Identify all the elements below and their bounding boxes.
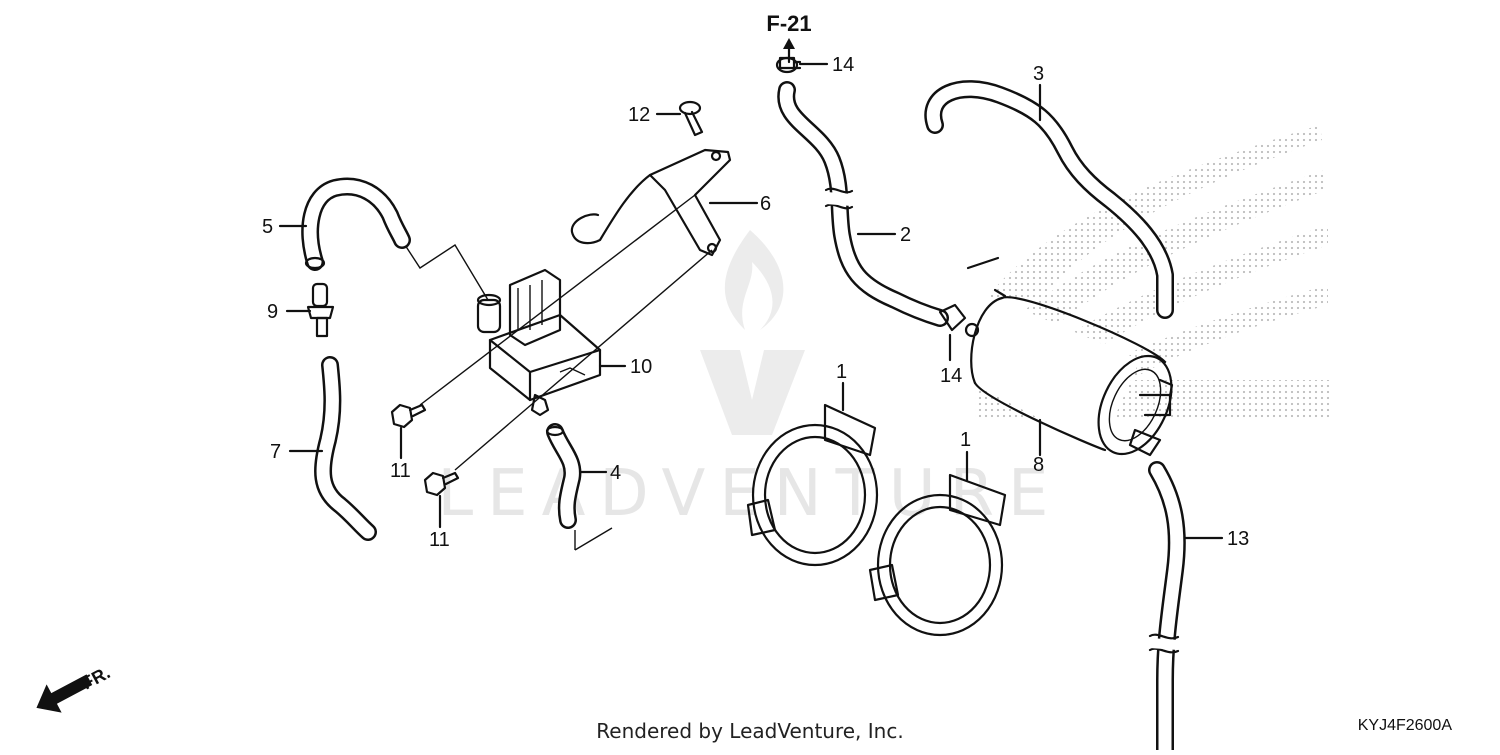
callout-11a: 11 bbox=[390, 460, 411, 482]
part-13-hose bbox=[1148, 461, 1186, 755]
callout-14b: 14 bbox=[940, 365, 962, 387]
part-9-fitting bbox=[306, 282, 335, 338]
part-6-bracket bbox=[570, 148, 732, 257]
callout-11b: 11 bbox=[429, 529, 450, 551]
part-14-clip-mid bbox=[938, 303, 980, 338]
part-5-hose bbox=[301, 177, 411, 271]
callout-6: 6 bbox=[760, 193, 771, 215]
part-1-band-a bbox=[746, 403, 879, 567]
part-7-hose bbox=[314, 356, 377, 541]
part-11-bolt-b bbox=[423, 471, 460, 497]
part-11-bolt-a bbox=[390, 403, 427, 429]
part-2-hose bbox=[777, 81, 949, 327]
callout-1a: 1 bbox=[836, 361, 847, 383]
part-8-canister bbox=[966, 256, 1174, 457]
callout-7: 7 bbox=[270, 441, 281, 463]
diagram-code: KYJ4F2600A bbox=[1358, 717, 1453, 734]
callout-1b: 1 bbox=[960, 429, 971, 451]
callout-4: 4 bbox=[610, 462, 621, 484]
callout-12: 12 bbox=[628, 104, 650, 126]
part-1-band-b bbox=[868, 473, 1007, 637]
part-3-hose bbox=[924, 80, 1174, 319]
part-10-solenoid-valve bbox=[476, 268, 602, 417]
leadventure-watermark: LEADVENTURE bbox=[438, 230, 1063, 531]
watermark-text: LEADVENTURE bbox=[438, 457, 1063, 531]
callout-9: 9 bbox=[267, 301, 278, 323]
assembly-guide-lines bbox=[404, 194, 713, 551]
callout-2: 2 bbox=[900, 224, 911, 246]
callout-8: 8 bbox=[1033, 454, 1044, 476]
reference-label: F-21 bbox=[766, 11, 811, 36]
callout-14a: 14 bbox=[832, 54, 854, 76]
callout-10: 10 bbox=[630, 356, 652, 378]
callout-5: 5 bbox=[262, 216, 273, 238]
front-direction-arrow-icon bbox=[36, 674, 93, 713]
part-12-screw bbox=[678, 100, 704, 137]
footer-credit: Rendered by LeadVenture, Inc. bbox=[596, 719, 903, 743]
part-4-hose bbox=[545, 423, 582, 529]
callout-13: 13 bbox=[1227, 528, 1249, 550]
callout-3: 3 bbox=[1033, 63, 1044, 85]
part-14-clip-top bbox=[775, 56, 802, 74]
